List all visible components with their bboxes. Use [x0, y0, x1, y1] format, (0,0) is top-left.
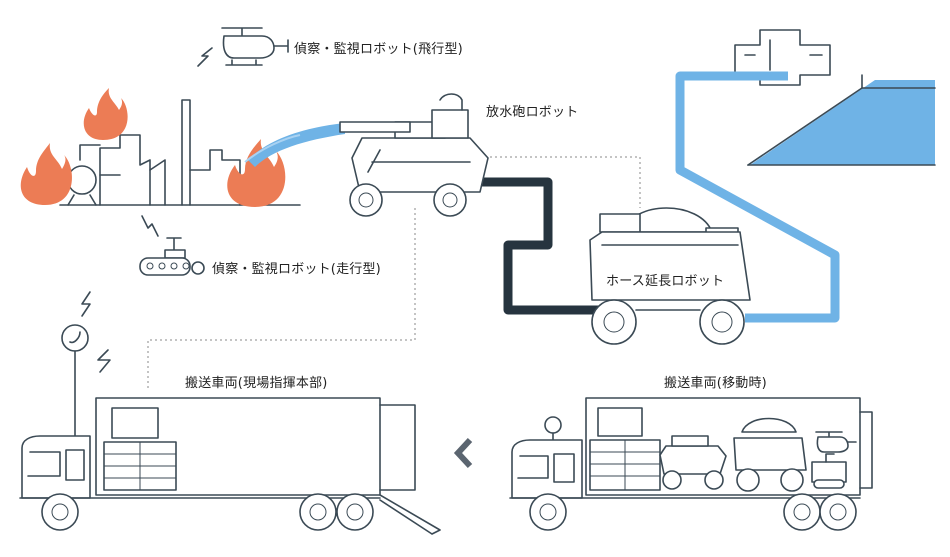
dark-hose [470, 177, 600, 315]
hose-extension-robot-icon [589, 207, 751, 345]
label-aerial-robot: 偵察・監視ロボット(飛行型) [294, 42, 463, 57]
signal-icon [141, 215, 159, 237]
fire-icon [83, 88, 128, 140]
antenna-icon [61, 324, 89, 352]
label-command-truck: 搬送車両(現場指揮本部) [185, 376, 328, 391]
supply-pipe [675, 71, 840, 323]
antenna-icon [544, 416, 562, 434]
command-truck-icon [19, 291, 441, 535]
comm-line-hose [470, 156, 641, 208]
water-jet [248, 123, 345, 167]
fire-icon [227, 139, 286, 207]
label-ground-robot: 偵察・監視ロボット(走行型) [212, 262, 381, 277]
signal-icon [197, 47, 213, 67]
equipment-rack [103, 441, 177, 491]
label-water-cannon-robot: 放水砲ロボット [486, 105, 579, 120]
water-cannon-robot-icon [339, 93, 489, 217]
ground-robot-icon [139, 237, 205, 276]
comm-line-truck [147, 208, 416, 388]
label-transport-truck: 搬送車両(移動時) [664, 376, 767, 391]
label-hose-robot: ホース延長ロボット [606, 274, 725, 289]
helicopter-drone-icon [221, 27, 289, 66]
transport-truck-icon [509, 397, 873, 531]
fire-icon [20, 143, 72, 205]
water-tank [734, 29, 936, 166]
chevron-left-icon [453, 437, 473, 469]
